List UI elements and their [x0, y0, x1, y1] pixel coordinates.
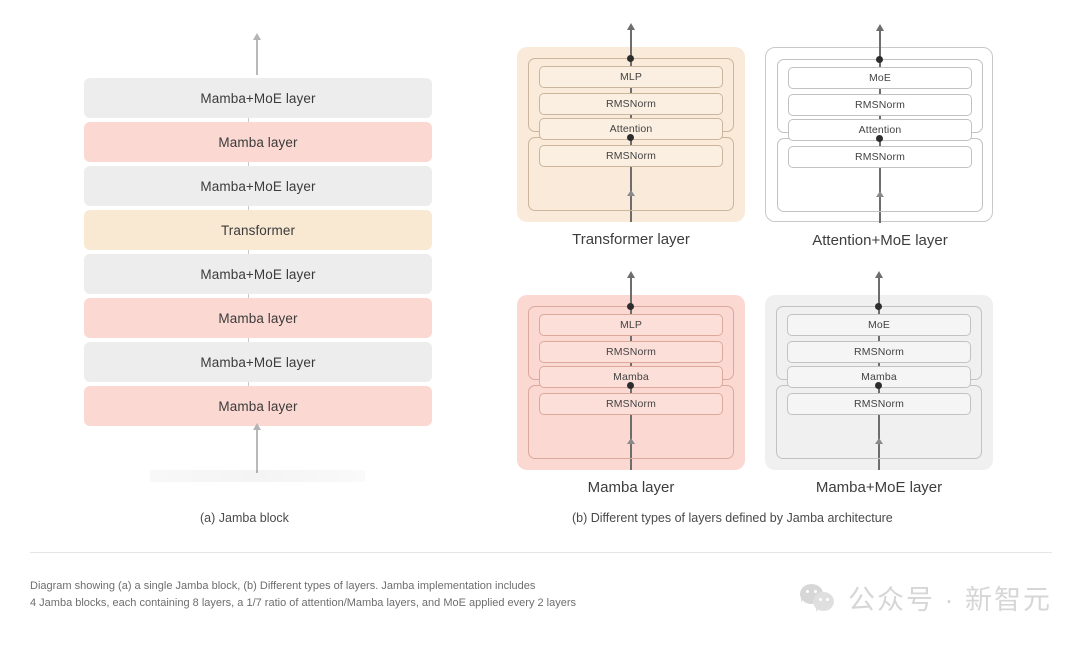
- module-rmsnorm-lower[interactable]: RMSNorm: [788, 146, 972, 168]
- residual-junction-dot-lower: [875, 382, 882, 389]
- jamba-layer-6[interactable]: Mamba+MoE layer: [84, 342, 432, 382]
- jamba-layer-stack: Mamba+MoE layer Mamba layer Mamba+MoE la…: [84, 78, 432, 430]
- backbone-lower-line: [879, 138, 881, 223]
- connector-line: [248, 338, 250, 342]
- wechat-bubble-tail-small: [816, 604, 822, 612]
- panel-mamba-layer[interactable]: MLP RMSNorm Mamba RMSNorm Mamba layer: [517, 271, 745, 496]
- backbone-exit-line: [879, 26, 881, 59]
- connector-line: [248, 206, 250, 210]
- jamba-layer-1[interactable]: Mamba layer: [84, 122, 432, 162]
- arrow-head-icon: [253, 423, 261, 430]
- residual-junction-dot-lower: [627, 382, 634, 389]
- jamba-layer-2[interactable]: Mamba+MoE layer: [84, 166, 432, 206]
- footer-caption-line-2: 4 Jamba blocks, each containing 8 layers…: [30, 597, 577, 609]
- module-rmsnorm-lower[interactable]: RMSNorm: [539, 145, 723, 167]
- residual-junction-dot-upper: [876, 56, 883, 63]
- module-rmsnorm-lower[interactable]: RMSNorm: [539, 393, 723, 415]
- panel-label-mamba-moe: Mamba+MoE layer: [815, 479, 943, 496]
- residual-junction-dot-upper: [627, 55, 634, 62]
- connector-line: [248, 294, 250, 298]
- backbone-exit-line: [630, 25, 632, 58]
- jamba-layer-row: Mamba+MoE layer: [84, 166, 432, 210]
- residual-junction-dot-upper: [627, 303, 634, 310]
- backbone-lower-line: [630, 385, 632, 470]
- jamba-layer-7[interactable]: Mamba layer: [84, 386, 432, 426]
- input-arrow-head-icon: [874, 438, 883, 444]
- panel-mamba-moe-layer[interactable]: MoE RMSNorm Mamba RMSNorm Mamba+MoE laye…: [765, 271, 993, 496]
- wechat-eye: [814, 589, 818, 593]
- wechat-eye: [806, 589, 810, 593]
- backbone-lower-line: [630, 137, 632, 222]
- stack-output-arrow: [248, 33, 266, 75]
- module-rmsnorm-upper[interactable]: RMSNorm: [787, 341, 971, 363]
- connector-line: [248, 118, 250, 122]
- module-rmsnorm-upper[interactable]: RMSNorm: [539, 93, 723, 115]
- connector-line: [248, 250, 250, 254]
- jamba-layer-row: Mamba+MoE layer: [84, 342, 432, 386]
- panel-label-mamba: Mamba layer: [587, 479, 675, 496]
- input-arrow-head-icon: [875, 191, 884, 197]
- residual-junction-dot-upper: [875, 303, 882, 310]
- panel-label-transformer: Transformer layer: [572, 231, 690, 248]
- residual-junction-dot-lower: [627, 134, 634, 141]
- watermark: 公众号 · 新智元: [800, 578, 1052, 617]
- jamba-layer-row: Mamba+MoE layer: [84, 78, 432, 122]
- jamba-layer-0[interactable]: Mamba+MoE layer: [84, 78, 432, 118]
- jamba-layer-3[interactable]: Transformer: [84, 210, 432, 250]
- panel-attention-moe-layer[interactable]: MoE RMSNorm Attention RMSNorm Attention+…: [765, 24, 993, 249]
- input-arrow-head-icon: [626, 190, 635, 196]
- residual-junction-dot-lower: [876, 135, 883, 142]
- caption-a: (a) Jamba block: [200, 511, 289, 525]
- module-rmsnorm-upper[interactable]: RMSNorm: [788, 94, 972, 116]
- connector-line: [248, 162, 250, 166]
- module-rmsnorm-lower[interactable]: RMSNorm: [787, 393, 971, 415]
- module-moe[interactable]: MoE: [787, 314, 971, 336]
- wechat-icon: [800, 583, 838, 613]
- wechat-bubble-tail-large: [801, 594, 807, 602]
- arrow-head-icon: [253, 33, 261, 40]
- jamba-layer-row: Mamba layer: [84, 122, 432, 166]
- wechat-eye: [826, 597, 830, 601]
- watermark-text: 公众号 · 新智元: [848, 585, 1052, 615]
- jamba-layer-row: Transformer: [84, 210, 432, 254]
- arrow-shaft: [256, 40, 258, 75]
- arrow-shaft: [256, 430, 258, 473]
- module-mlp[interactable]: MLP: [539, 314, 723, 336]
- jamba-layer-row: Mamba layer: [84, 386, 432, 426]
- module-rmsnorm-upper[interactable]: RMSNorm: [539, 341, 723, 363]
- backbone-exit-line: [878, 273, 880, 306]
- jamba-layer-row: Mamba layer: [84, 298, 432, 342]
- wechat-eye: [819, 597, 823, 601]
- jamba-layer-4[interactable]: Mamba+MoE layer: [84, 254, 432, 294]
- footer-caption-line-1: Diagram showing (a) a single Jamba block…: [30, 580, 536, 592]
- jamba-layer-row: Mamba+MoE layer: [84, 254, 432, 298]
- connector-line: [248, 382, 250, 386]
- jamba-layer-5[interactable]: Mamba layer: [84, 298, 432, 338]
- backbone-lower-line: [878, 385, 880, 470]
- backbone-exit-line: [630, 273, 632, 306]
- jamba-block-figure: Mamba+MoE layer Mamba layer Mamba+MoE la…: [0, 0, 500, 540]
- panel-transformer-layer[interactable]: MLP RMSNorm Attention RMSNorm Transforme…: [517, 23, 745, 248]
- stack-input-arrow: [248, 423, 266, 473]
- module-moe[interactable]: MoE: [788, 67, 972, 89]
- caption-b: (b) Different types of layers defined by…: [572, 511, 893, 525]
- footer-divider: [30, 552, 1052, 553]
- faint-input-artifact: [150, 470, 365, 482]
- panel-label-attention-moe: Attention+MoE layer: [812, 232, 948, 249]
- footer-caption: Diagram showing (a) a single Jamba block…: [30, 578, 576, 612]
- input-arrow-head-icon: [626, 438, 635, 444]
- module-mlp[interactable]: MLP: [539, 66, 723, 88]
